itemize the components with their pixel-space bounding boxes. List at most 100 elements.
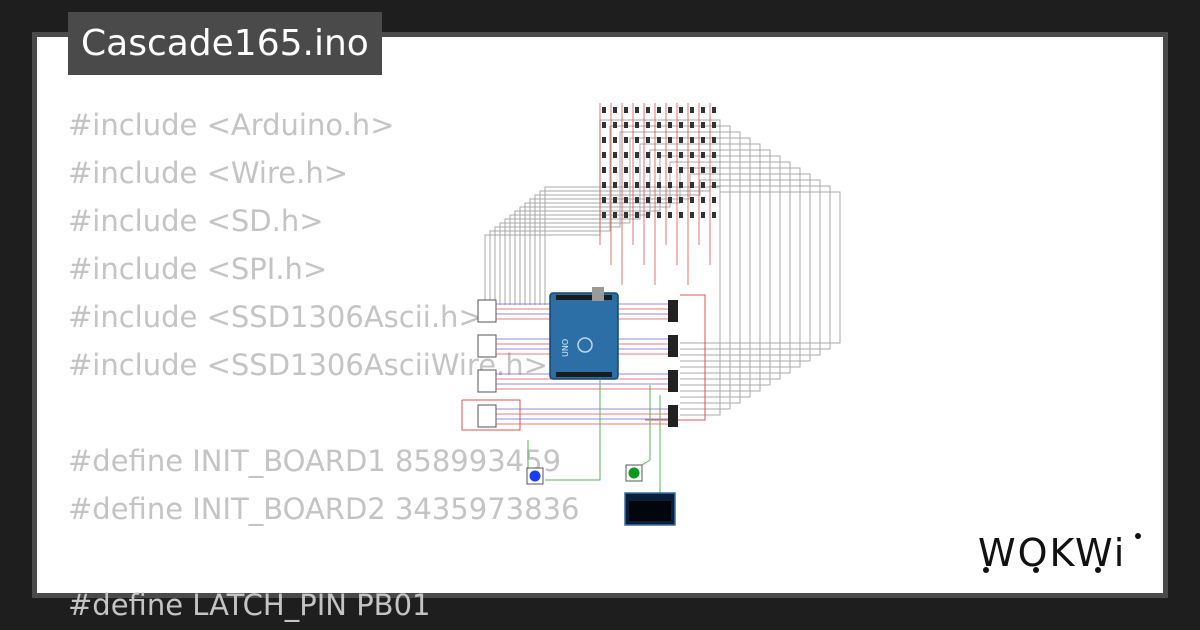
resistor [701,137,705,143]
shift-register [477,334,497,358]
resistor [712,122,716,128]
resistor [635,197,639,203]
resistor [712,197,716,203]
wire [641,385,651,466]
wire [529,173,811,362]
wire [489,125,731,410]
shift-register [668,370,678,392]
svg-text:UNO: UNO [561,339,570,357]
resistor [635,107,639,113]
resistor [701,107,705,113]
resistor [701,167,705,173]
wire [494,131,741,404]
resistor [646,137,650,143]
resistor [657,107,661,113]
push-button-blue [526,467,544,485]
code-line: #define INIT_BOARD1 858993459 [68,444,562,478]
shift-register [668,405,678,427]
resistor [668,122,672,128]
resistor [646,212,650,218]
code-line: #include <Arduino.h> [68,108,395,142]
resistor [657,197,661,203]
shift-register [668,300,678,322]
resistor [679,107,683,113]
arduino-board: UNO [549,287,619,380]
resistor [635,137,639,143]
resistor [613,152,617,158]
resistor [668,182,672,188]
code-line: #include <SSD1306Ascii.h> [68,300,483,334]
resistor [602,182,606,188]
wire [544,186,841,344]
resistor [624,107,628,113]
resistor [602,212,606,218]
code-preview: #include <Arduino.h> #include <Wire.h> #… [68,101,579,629]
wire [504,143,761,392]
resistor [701,182,705,188]
resistor [613,212,617,218]
resistor [646,152,650,158]
resistor [602,152,606,158]
resistor [668,152,672,158]
resistor [690,107,694,113]
resistor [701,212,705,218]
wire [461,399,521,431]
push-button-green [625,464,643,482]
resistor [613,167,617,173]
shift-register [477,299,497,323]
resistor [701,122,705,128]
resistor [712,212,716,218]
wokwi-logo: WOKWi [978,531,1141,575]
resistor [602,107,606,113]
resistor [668,197,672,203]
code-line: #include <SPI.h> [68,252,328,286]
oled-display [624,492,676,526]
wire [499,137,751,398]
resistor [668,137,672,143]
resistor [712,152,716,158]
resistor [690,197,694,203]
red-wires [461,103,711,431]
resistor [657,152,661,158]
resistor [679,197,683,203]
shift-registers [477,299,678,428]
resistor [668,212,672,218]
resistor [646,107,650,113]
resistor [635,122,639,128]
resistor [602,167,606,173]
resistor [646,197,650,203]
shift-register [668,335,678,357]
resistor [657,122,661,128]
resistor [624,182,628,188]
wokwi-logo-text: WOKWi [978,531,1126,575]
resistor [679,212,683,218]
resistor [613,197,617,203]
resistor [668,107,672,113]
circuit-diagram: UNO [461,103,841,526]
resistor [635,182,639,188]
code-line: #define LATCH_PIN PB01 [68,588,431,622]
resistor [613,137,617,143]
resistor [646,167,650,173]
gray-wires [484,119,841,416]
resistor [624,137,628,143]
resistor [690,167,694,173]
resistor [602,197,606,203]
resistor [679,122,683,128]
resistor [635,212,639,218]
resistor [624,122,628,128]
project-title[interactable]: Cascade165.ino [68,12,382,75]
resistor [701,197,705,203]
resistor [690,122,694,128]
resistor [690,152,694,158]
resistor [679,152,683,158]
resistor [712,167,716,173]
resistor [613,182,617,188]
resistor [690,137,694,143]
resistor [613,122,617,128]
shift-register [477,369,497,393]
resistor [635,167,639,173]
resistor [624,212,628,218]
resistor [624,167,628,173]
code-line: #include <Wire.h> [68,156,349,190]
